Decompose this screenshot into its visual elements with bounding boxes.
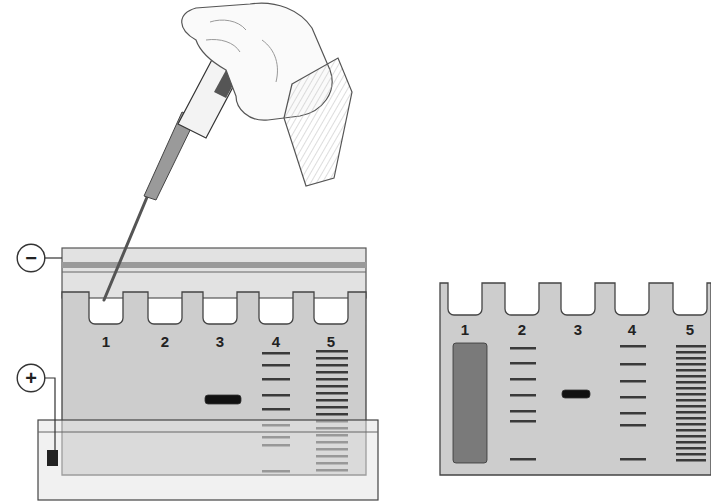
dna-band: [620, 424, 646, 427]
dna-band: [676, 351, 706, 354]
dna-band: [676, 363, 706, 366]
tank-rim: [38, 432, 378, 433]
lane-number: 2: [518, 322, 526, 337]
dna-band: [620, 458, 646, 461]
dna-band: [676, 345, 706, 348]
electrode-strip: [62, 262, 366, 268]
glove-cuff: [284, 58, 352, 186]
polarity-circle: +: [16, 363, 46, 393]
dna-band: [316, 357, 348, 360]
dna-band: [510, 420, 536, 423]
dna-band: [316, 413, 348, 416]
dna-band: [316, 378, 348, 381]
lane-number: 3: [574, 322, 582, 337]
dna-band: [620, 412, 646, 415]
lane-number: 1: [102, 334, 110, 349]
agarose-gel: [440, 283, 711, 475]
lane-number: 1: [461, 322, 469, 337]
dna-band: [676, 453, 706, 456]
sample-band: [205, 395, 241, 404]
lane-number: 2: [161, 334, 169, 349]
dna-band: [620, 380, 646, 383]
dna-band: [510, 347, 536, 350]
dna-band: [676, 411, 706, 414]
dna-band: [510, 362, 536, 365]
sample-band: [562, 390, 590, 398]
dna-band: [676, 429, 706, 432]
dna-band: [620, 345, 646, 348]
glove-creases: [206, 20, 277, 82]
polarity-circle: −: [16, 243, 46, 273]
dna-band: [676, 381, 706, 384]
dna-band: [676, 387, 706, 390]
leader-line: [45, 257, 62, 258]
polarity-sign: −: [16, 243, 46, 273]
dna-band: [262, 394, 290, 397]
dna-band: [262, 408, 290, 411]
polarity-sign: +: [16, 363, 46, 393]
dna-band: [316, 399, 348, 402]
dna-band: [316, 364, 348, 367]
dna-band: [676, 375, 706, 378]
dna-band: [510, 378, 536, 381]
dna-band: [510, 394, 536, 397]
lane-number: 3: [216, 334, 224, 349]
pipette-tip: [104, 190, 150, 300]
dna-band: [676, 399, 706, 402]
dna-band: [676, 447, 706, 450]
dna-band: [676, 405, 706, 408]
lane-number: 4: [272, 334, 280, 349]
dna-band: [316, 406, 348, 409]
dna-band: [316, 385, 348, 388]
dna-band: [316, 392, 348, 395]
dna-band: [316, 350, 348, 353]
dna-band: [620, 396, 646, 399]
dna-band: [676, 417, 706, 420]
dna-band: [676, 393, 706, 396]
dna-band: [316, 371, 348, 374]
dna-band: [676, 369, 706, 372]
leader-line: [45, 378, 55, 450]
frame-edge: [62, 272, 366, 273]
buffer-tank: [38, 420, 378, 500]
dna-band: [620, 363, 646, 366]
lane-number: 5: [686, 322, 694, 337]
lane-number: 4: [628, 322, 636, 337]
dna-band: [262, 378, 290, 381]
dna-band: [676, 435, 706, 438]
dna-band: [676, 441, 706, 444]
dna-band: [510, 458, 536, 461]
dna-band: [676, 357, 706, 360]
dna-band: [676, 423, 706, 426]
sample-band: [453, 343, 487, 463]
lane-number: 5: [327, 334, 335, 349]
dna-band: [262, 352, 290, 355]
dna-band: [262, 364, 290, 367]
dna-band: [676, 459, 706, 462]
electrode-plug: [47, 450, 58, 466]
dna-band: [510, 410, 536, 413]
